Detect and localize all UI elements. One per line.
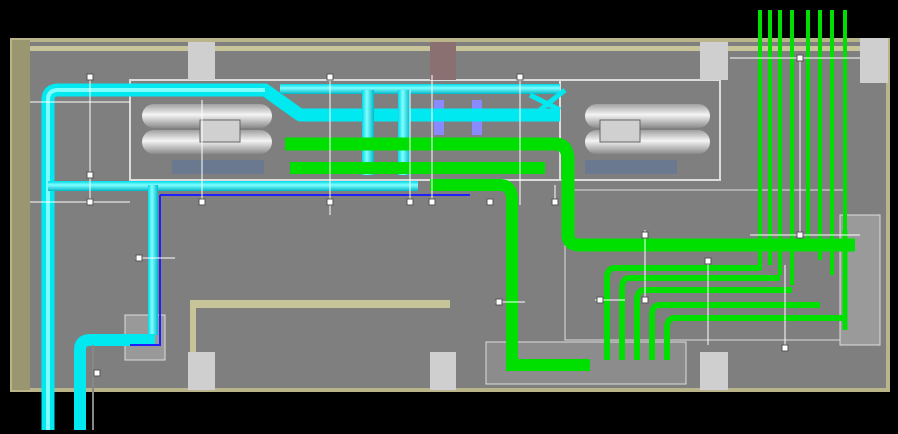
chilled-water-pipes-cyan xyxy=(41,83,567,430)
structural-columns xyxy=(188,38,888,390)
blue-lines xyxy=(92,194,470,430)
pipe-supports xyxy=(30,54,860,377)
condenser-water-pipes-green xyxy=(285,10,855,371)
